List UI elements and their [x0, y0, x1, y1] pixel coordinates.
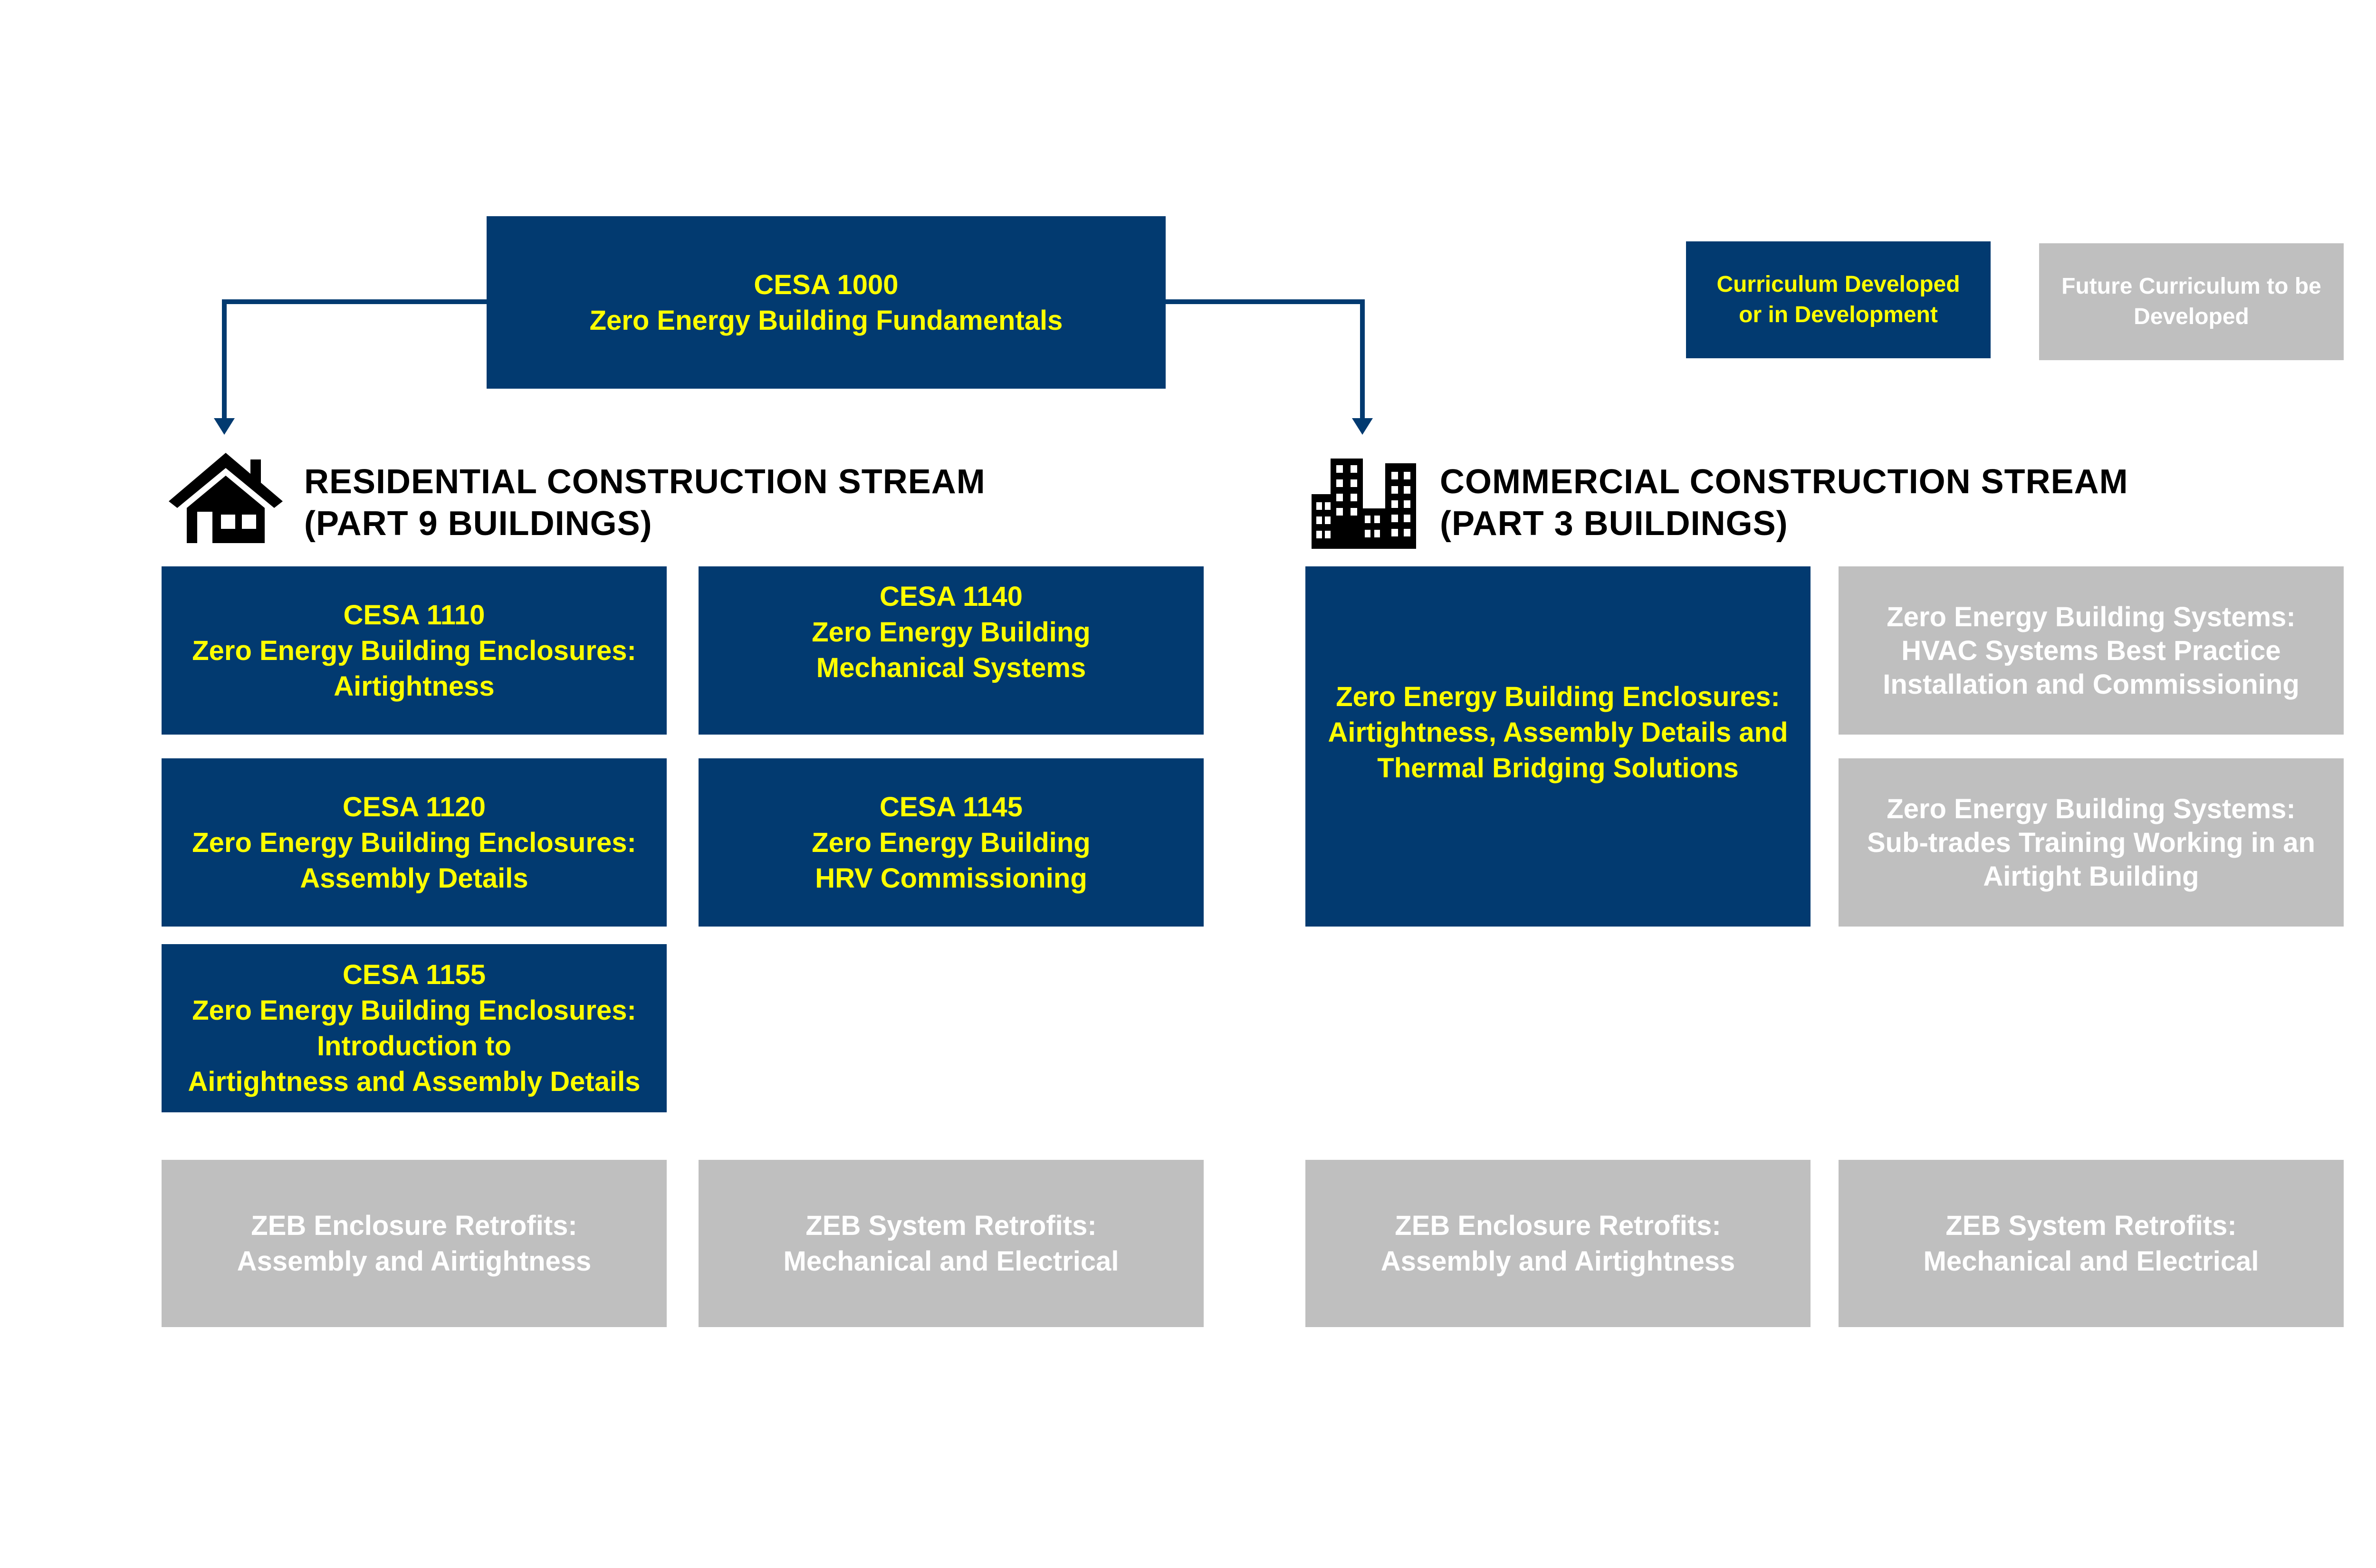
- legend-future: Future Curriculum to be Developed: [2039, 243, 2344, 360]
- course-line: Zero Energy Building Enclosures:: [192, 827, 636, 858]
- course-line: CESA 1120: [343, 791, 486, 822]
- course-line: Airtightness, Assembly Details and: [1328, 717, 1788, 748]
- course-cesa-1155: CESA 1155 Zero Energy Building Enclosure…: [162, 944, 667, 1112]
- course-line: Zero Energy Building Fundamentals: [589, 305, 1063, 336]
- course-cesa-1145: CESA 1145 Zero Energy Building HRV Commi…: [699, 758, 1204, 927]
- connector-to-residential: [222, 299, 487, 421]
- course-line: CESA 1140: [880, 581, 1023, 612]
- course-commercial-hvac-systems: Zero Energy Building Systems: HVAC Syste…: [1839, 566, 2344, 735]
- residential-stream-heading: RESIDENTIAL CONSTRUCTION STREAM (PART 9 …: [304, 461, 986, 545]
- course-line: Zero Energy Building: [812, 827, 1091, 858]
- course-line: ZEB System Retrofits:: [1945, 1210, 2237, 1241]
- course-cesa-1140: CESA 1140 Zero Energy Building Mechanica…: [699, 566, 1204, 735]
- course-line: CESA 1145: [880, 791, 1023, 822]
- course-line: HVAC Systems Best Practice: [1901, 635, 2281, 666]
- course-line: HRV Commissioning: [815, 862, 1087, 894]
- course-line: Introduction to: [316, 1031, 512, 1061]
- arrowhead-residential: [214, 418, 235, 435]
- course-line: Mechanical and Electrical: [783, 1246, 1119, 1277]
- course-line: CESA 1000: [754, 269, 899, 300]
- legend-line: Curriculum Developed: [1716, 272, 1960, 297]
- course-commercial-enclosures: Zero Energy Building Enclosures: Airtigh…: [1305, 566, 1811, 927]
- legend-line: Future Curriculum to be: [2061, 274, 2321, 299]
- course-line: ZEB Enclosure Retrofits:: [1395, 1210, 1721, 1241]
- legend-developed: Curriculum Developed or in Development: [1686, 241, 1991, 358]
- course-commercial-system-retrofits: ZEB System Retrofits: Mechanical and Ele…: [1839, 1160, 2344, 1327]
- course-line: CESA 1110: [343, 599, 485, 631]
- course-line: Zero Energy Building Enclosures:: [1336, 681, 1780, 712]
- course-line: Zero Energy Building Enclosures:: [192, 995, 636, 1026]
- office-buildings-icon: [1312, 459, 1416, 549]
- course-line: ZEB Enclosure Retrofits:: [251, 1210, 577, 1241]
- legend-line: Developed: [2134, 304, 2249, 329]
- course-line: Assembly and Airtightness: [237, 1246, 592, 1277]
- course-line: Sub-trades Training Working in an: [1867, 827, 2316, 858]
- course-residential-system-retrofits: ZEB System Retrofits: Mechanical and Ele…: [699, 1160, 1204, 1327]
- connector-to-commercial: [1166, 299, 1365, 421]
- course-line: Thermal Bridging Solutions: [1377, 752, 1739, 784]
- course-line: CESA 1155: [343, 959, 486, 990]
- course-line: Zero Energy Building Systems:: [1887, 793, 2296, 824]
- course-line: Installation and Commissioning: [1883, 669, 2299, 700]
- heading-line: (PART 3 BUILDINGS): [1440, 505, 1788, 543]
- commercial-stream-heading: COMMERCIAL CONSTRUCTION STREAM (PART 3 B…: [1440, 461, 2128, 545]
- heading-line: RESIDENTIAL CONSTRUCTION STREAM: [304, 463, 986, 501]
- course-line: Mechanical Systems: [816, 652, 1086, 683]
- course-residential-enclosure-retrofits: ZEB Enclosure Retrofits: Assembly and Ai…: [162, 1160, 667, 1327]
- course-line: Zero Energy Building: [812, 616, 1091, 648]
- course-line: Airtightness and Assembly Details: [188, 1066, 641, 1097]
- course-line: Assembly Details: [300, 862, 528, 894]
- course-line: Mechanical and Electrical: [1923, 1246, 2259, 1277]
- course-commercial-enclosure-retrofits: ZEB Enclosure Retrofits: Assembly and Ai…: [1305, 1160, 1811, 1327]
- course-line: Airtight Building: [1983, 860, 2199, 892]
- legend-line: or in Development: [1739, 302, 1938, 327]
- course-cesa-1110: CESA 1110 Zero Energy Building Enclosure…: [162, 566, 667, 735]
- course-line: Assembly and Airtightness: [1380, 1246, 1735, 1277]
- course-line: Zero Energy Building Systems:: [1887, 601, 2296, 632]
- arrowhead-commercial: [1352, 418, 1373, 435]
- heading-line: (PART 9 BUILDINGS): [304, 505, 652, 543]
- course-line: Airtightness: [334, 670, 495, 702]
- course-commercial-sub-trades: Zero Energy Building Systems: Sub-trades…: [1839, 758, 2344, 927]
- course-cesa-1000: CESA 1000 Zero Energy Building Fundament…: [487, 216, 1166, 389]
- course-cesa-1120: CESA 1120 Zero Energy Building Enclosure…: [162, 758, 667, 927]
- course-line: Zero Energy Building Enclosures:: [192, 635, 636, 666]
- house-icon: [169, 453, 283, 543]
- course-line: ZEB System Retrofits:: [805, 1210, 1097, 1241]
- heading-line: COMMERCIAL CONSTRUCTION STREAM: [1440, 463, 2128, 501]
